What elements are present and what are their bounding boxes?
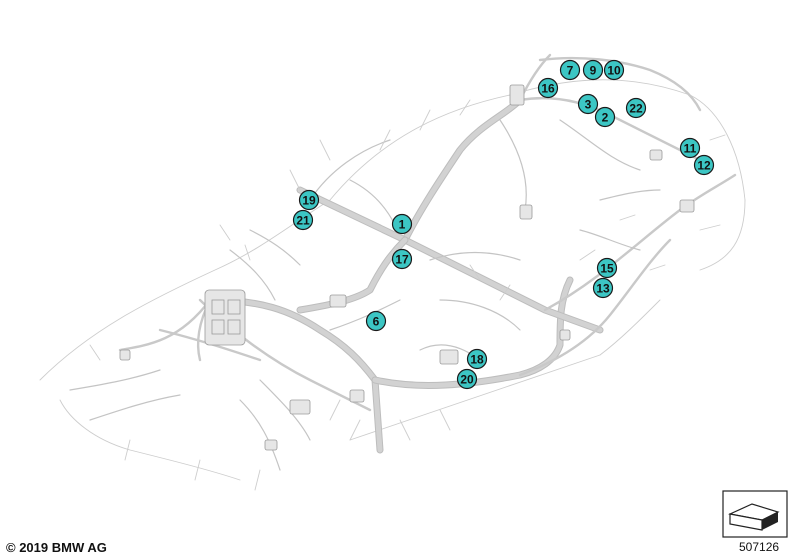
callout-circle (466, 348, 488, 370)
callout-circle (292, 209, 314, 231)
callout-circle (577, 93, 599, 115)
callout-circle (582, 59, 604, 81)
callout-7: 7 (559, 59, 581, 81)
callout-label: 10 (607, 64, 621, 78)
callout-3: 3 (577, 93, 599, 115)
callout-circle (365, 310, 387, 332)
callout-label: 19 (302, 194, 316, 208)
callout-label: 18 (470, 353, 484, 367)
callout-label: 22 (629, 102, 643, 116)
callout-circle (596, 257, 618, 279)
callout-label: 7 (567, 64, 574, 78)
callout-label: 20 (460, 373, 474, 387)
callout-label: 13 (596, 282, 610, 296)
callout-label: 11 (684, 142, 697, 156)
callout-10: 10 (603, 59, 625, 81)
callout-label: 2 (602, 111, 609, 125)
callout-circle (625, 97, 647, 119)
image-number: 507126 (739, 540, 780, 554)
callout-circle (559, 59, 581, 81)
callout-17: 17 (391, 248, 413, 270)
callout-circle (298, 189, 320, 211)
callout-15: 15 (596, 257, 618, 279)
callout-circle (594, 106, 616, 128)
callout-circle (456, 368, 478, 390)
callout-12: 12 (693, 154, 715, 176)
callout-21: 21 (292, 209, 314, 231)
callout-19: 19 (298, 189, 320, 211)
callout-label: 9 (590, 64, 597, 78)
callout-circle (592, 277, 614, 299)
copyright-notice: © 2019 BMW AG (6, 540, 107, 555)
callout-label: 21 (296, 214, 310, 228)
callout-circle (391, 213, 413, 235)
callout-22: 22 (625, 97, 647, 119)
callout-18: 18 (466, 348, 488, 370)
callout-label: 16 (541, 82, 555, 96)
callout-label: 15 (600, 262, 614, 276)
callout-16: 16 (537, 77, 559, 99)
callout-9: 9 (582, 59, 604, 81)
callout-1: 1 (391, 213, 413, 235)
callout-20: 20 (456, 368, 478, 390)
corner-reference-icon (722, 490, 788, 538)
callout-11: 11 (679, 137, 701, 159)
callout-circle (693, 154, 715, 176)
callout-circle (679, 137, 701, 159)
callout-circle (603, 59, 625, 81)
harness-connectors (119, 84, 695, 451)
callout-label: 12 (697, 159, 711, 173)
callout-label: 17 (395, 253, 409, 267)
callout-label: 3 (585, 98, 592, 112)
harness-lines (39, 53, 746, 491)
callout-6: 6 (365, 310, 387, 332)
callout-circle (391, 248, 413, 270)
callout-label: 6 (373, 315, 380, 329)
callout-2: 2 (594, 106, 616, 128)
callout-label: 1 (399, 218, 406, 232)
callout-circle (537, 77, 559, 99)
callout-13: 13 (592, 277, 614, 299)
